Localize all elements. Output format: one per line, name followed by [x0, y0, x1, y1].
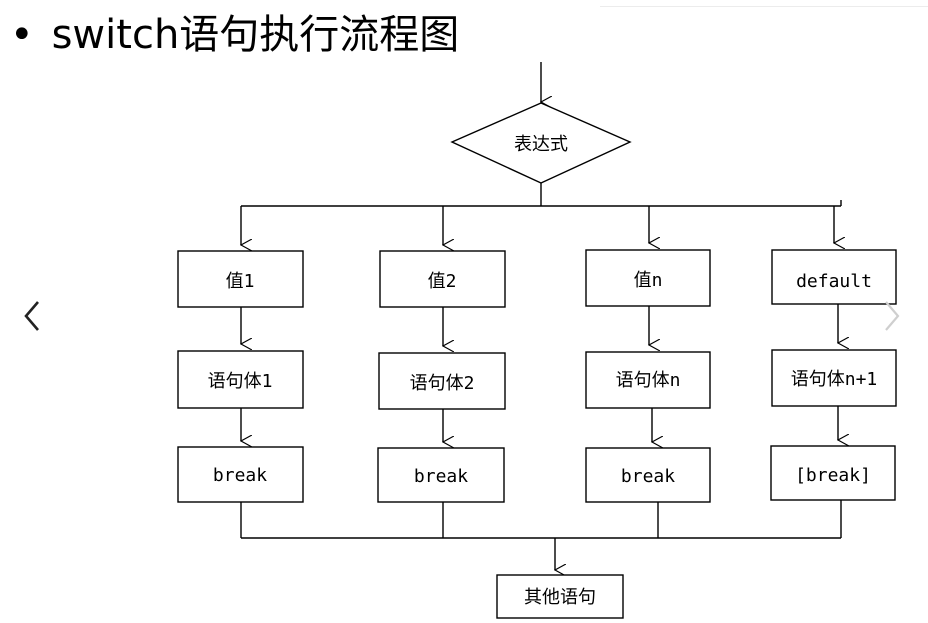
- chevron-left-icon[interactable]: [20, 298, 44, 341]
- body-label-2: 语句体2: [410, 373, 475, 394]
- end-box: [496, 574, 624, 619]
- slide-title: • switch语句执行流程图: [10, 2, 459, 60]
- case-box-1: [177, 250, 304, 308]
- break-box-n: [585, 447, 711, 503]
- body-box-1: [177, 350, 304, 409]
- break-label-n: break: [621, 466, 675, 487]
- break-label-2: break: [414, 466, 468, 487]
- case-label-n: 值n: [634, 270, 663, 291]
- body-box-default: [771, 349, 897, 407]
- decision-label: 表达式: [514, 134, 568, 155]
- body-box-n: [585, 351, 711, 409]
- chevron-right-icon[interactable]: [880, 298, 904, 341]
- body-box-2: [378, 352, 506, 410]
- top-divider: [600, 6, 928, 7]
- default-label: default: [796, 271, 872, 292]
- body-label-n: 语句体n: [616, 370, 681, 391]
- default-box: [771, 249, 897, 305]
- case-label-2: 值2: [428, 271, 457, 292]
- break-label-default: [break]: [795, 465, 871, 486]
- case-label-1: 值1: [226, 271, 255, 292]
- break-box-2: [377, 447, 505, 503]
- title-text: switch语句执行流程图: [51, 12, 460, 58]
- body-label-default: 语句体n+1: [791, 369, 878, 390]
- bullet: •: [10, 12, 34, 58]
- break-box-default: [770, 445, 896, 501]
- break-box-1: [177, 446, 304, 503]
- end-label: 其他语句: [524, 587, 596, 608]
- body-label-1: 语句体1: [208, 371, 273, 392]
- break-label-1: break: [213, 465, 267, 486]
- case-box-n: [585, 249, 711, 307]
- case-box-2: [379, 250, 506, 308]
